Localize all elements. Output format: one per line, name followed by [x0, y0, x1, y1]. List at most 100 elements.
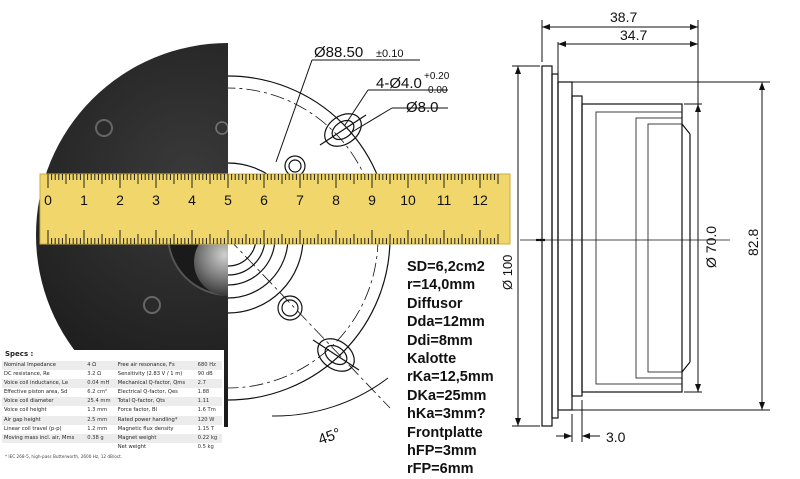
ruler-label: 7 — [296, 192, 304, 208]
screw-hole-top — [95, 119, 113, 137]
spec-value: 120 W — [195, 415, 222, 425]
small-dia-label: Ø8.0 — [406, 99, 439, 116]
body-dia-label: Ø 70.0 — [703, 226, 719, 268]
spec-name: Voice coil inductance, Le — [2, 379, 86, 389]
note-line: Ddi=8mm — [407, 332, 473, 349]
ruler-label: 12 — [472, 192, 488, 208]
mount-hole-lower — [312, 338, 360, 372]
spec-name: DC resistance, Re — [4, 371, 50, 378]
mount-hole-upper — [319, 113, 367, 147]
spec-name: Free air resonance, Fs — [115, 361, 196, 371]
spec-value: 680 Hz — [195, 361, 222, 371]
note-line: Frontplatte — [407, 424, 483, 441]
spec-name: Voice coil height — [4, 407, 47, 414]
ruler-label: 6 — [260, 192, 268, 208]
spec-name: Moving mass incl. air, Mms — [2, 433, 86, 443]
spec-name: Air gap height — [2, 415, 86, 425]
spec-value: 1.88 — [197, 389, 210, 396]
spec-name: Net weight — [117, 443, 147, 450]
ruler-label: 3 — [152, 192, 160, 208]
spec-name: Mechanical Q-factor, Qms — [115, 379, 196, 389]
spec-value: 1.11 — [195, 397, 222, 407]
ruler-label: 8 — [332, 192, 340, 208]
spec-name: Total Q-factor, Qts — [115, 397, 196, 407]
note-line: Diffusor — [407, 295, 463, 312]
spec-value: 0.5 kg — [197, 443, 214, 450]
holes-tol-plus: +0.20 — [424, 71, 450, 82]
angle-label: 45° — [316, 425, 343, 449]
spec-name: Force factor, Bl — [117, 407, 157, 414]
outer-dia-tol: ±0.10 — [376, 48, 403, 60]
spec-value: 1.3 mm — [87, 407, 108, 414]
spec-name: Sensitivity (2.83 V / 1 m) — [117, 371, 183, 378]
ruler-label: 11 — [437, 192, 452, 208]
spec-value: 25.4 mm — [85, 397, 116, 407]
holes-label: 4-Ø4.0 — [376, 75, 422, 92]
ruler-label: 5 — [224, 192, 232, 208]
spec-value: 4 Ω — [85, 361, 116, 371]
note-line: Dda=12mm — [407, 314, 485, 331]
spec-value: 3.2 Ω — [87, 371, 102, 378]
ruler-label: 0 — [44, 192, 52, 208]
ruler-label: 10 — [400, 192, 416, 208]
spec-value: 1.2 mm — [87, 425, 108, 432]
front-leaders — [275, 59, 448, 163]
outer-dia-label: Ø88.50 — [314, 44, 363, 61]
spec-name: Magnet weight — [115, 433, 196, 443]
screw-hole-bottom — [143, 296, 161, 314]
spec-name: Magnetic flux density — [117, 425, 174, 432]
specs-row: Linear coil travel (p-p) 1.2 mm Magnetic f… — [2, 425, 222, 434]
height-label: 82.8 — [745, 229, 761, 256]
note-line: Kalotte — [407, 351, 457, 368]
spec-value: 2.5 mm — [85, 415, 116, 425]
note-line: r=14,0mm — [407, 277, 476, 294]
note-line: rKa=12,5mm — [407, 369, 494, 386]
flange-dia-label: Ø 100 — [500, 255, 515, 290]
specs-row: Voice coil height 1.3 mm Force factor, Bl 1… — [2, 406, 222, 415]
specs-row: DC resistance, Re 3.2 Ω Sensitivity (2.83 … — [2, 370, 222, 379]
ruler-label: 2 — [116, 192, 124, 208]
spec-value: 0.38 g — [85, 433, 116, 443]
ruler-label: 4 — [188, 192, 196, 208]
depth-body-label: 34.7 — [620, 27, 647, 43]
side-dim-arrows — [515, 24, 765, 439]
specs-footnote: * IEC 268-5, high-pass Butterworth, 2600… — [5, 453, 123, 459]
spec-value — [85, 443, 116, 452]
spec-value: 0.22 kg — [195, 433, 222, 443]
spec-value: 0.04 mH — [85, 379, 116, 389]
note-line: hFP=3mm — [407, 443, 477, 460]
ruler-label: 9 — [368, 192, 376, 208]
spec-value: 2.7 — [195, 379, 222, 389]
note-line: rFP=6mm — [407, 461, 474, 478]
spec-name: Voice coil diameter — [2, 397, 86, 407]
specs-title: Specs : — [5, 350, 34, 358]
spec-name: Electrical Q-factor, Qes — [117, 389, 178, 396]
side-view-drawing — [520, 65, 730, 427]
spec-name: Linear coil travel (p-p) — [4, 425, 62, 432]
specs-row: Net weight 0.5 kg — [2, 443, 222, 452]
spec-name: Rated power handling* — [115, 415, 196, 425]
spec-value: 90 dB — [197, 371, 213, 378]
spec-value: 1.15 T — [197, 425, 215, 432]
side-dim-lines — [512, 20, 770, 442]
spec-name: Nominal Impedance — [2, 361, 86, 371]
note-line: DKa=25mm — [407, 387, 487, 404]
spec-value: 6.2 cm² — [87, 389, 108, 396]
depth-total-label: 38.7 — [610, 9, 637, 25]
ruler-label: 1 — [80, 192, 88, 208]
flange-thickness-label: 3.0 — [606, 429, 626, 445]
note-line: SD=6,2cm2 — [407, 259, 485, 275]
spec-value: 1.6 Tm — [197, 407, 216, 414]
spec-name — [2, 443, 85, 452]
